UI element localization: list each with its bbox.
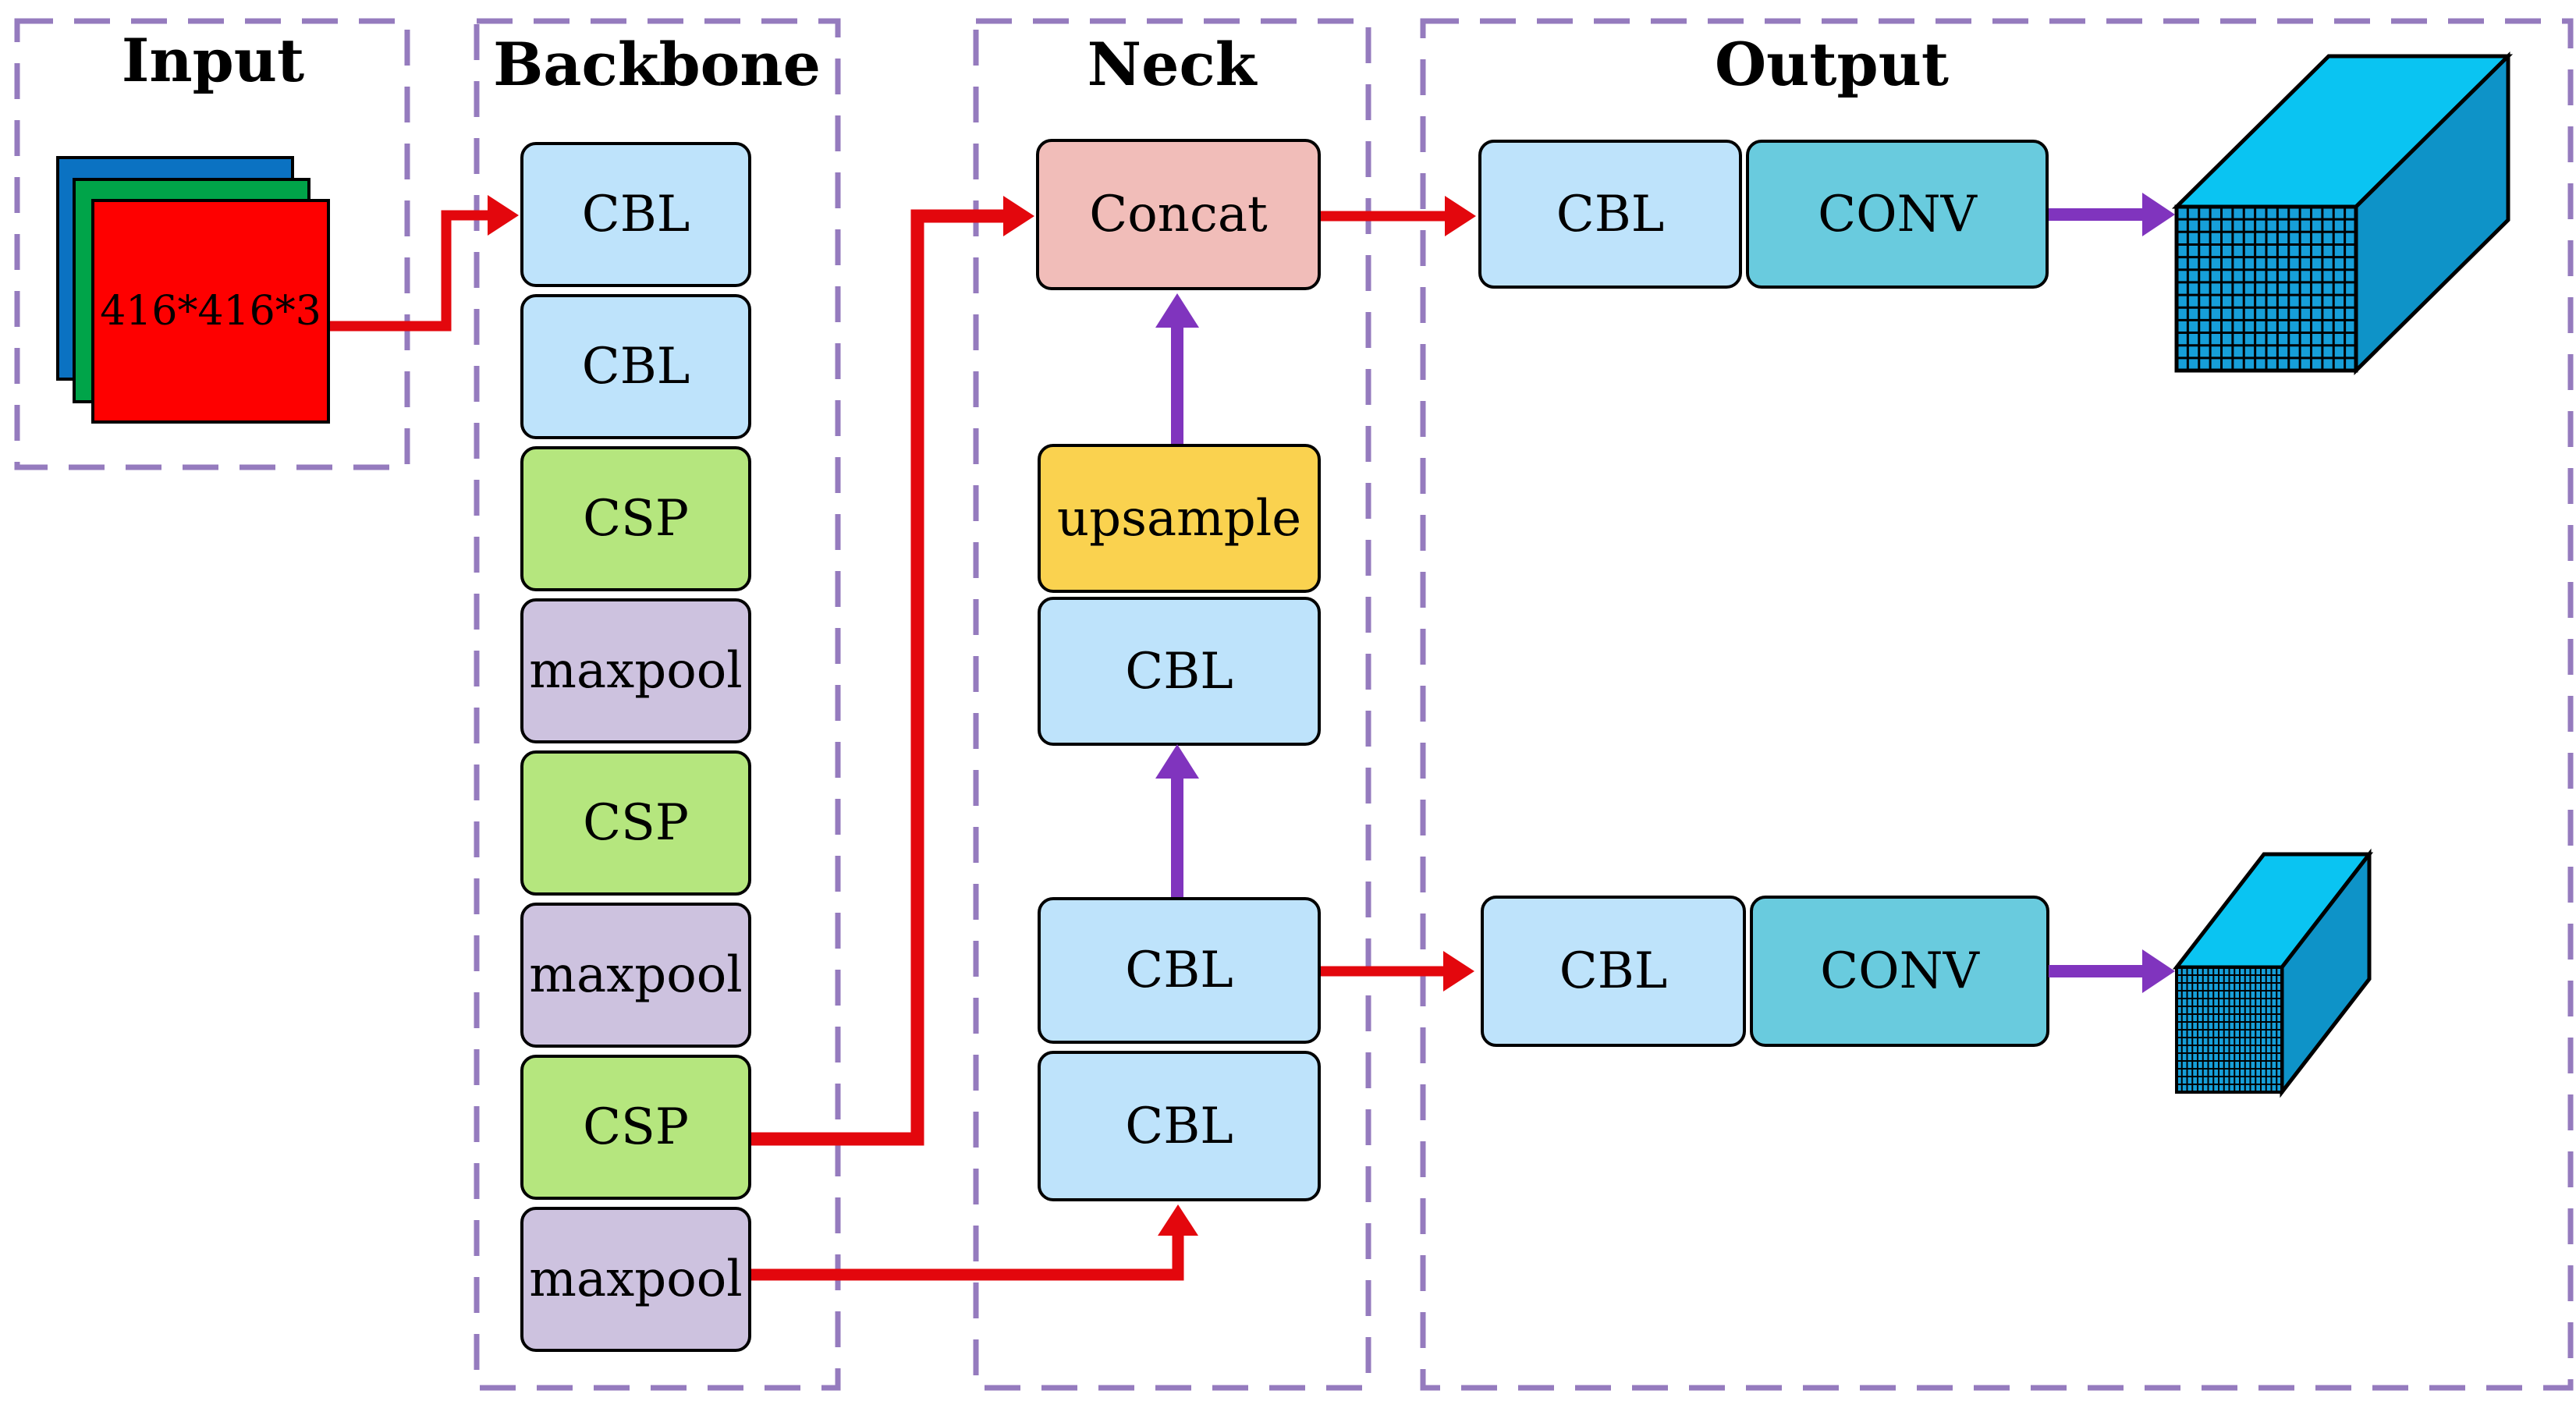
arrowhead-right-icon	[2142, 193, 2175, 236]
block-label: CBL	[1125, 642, 1233, 701]
output-row2-conv: CONV	[1750, 896, 2049, 1047]
block-label: CBL	[1125, 1097, 1233, 1155]
block-label: CSP	[583, 1098, 689, 1156]
cuboid-top-face	[2171, 54, 2514, 209]
block-label: CBL	[581, 186, 690, 243]
cuboid-side-face	[2280, 848, 2372, 1098]
block-label: CONV	[1818, 185, 1977, 243]
cuboid-side-face	[2354, 51, 2510, 375]
neck-block-cbl-1: CBL	[1038, 597, 1321, 746]
block-label: upsample	[1056, 489, 1302, 548]
output-section-title: Output	[1714, 30, 1950, 99]
arrowhead-right-icon	[2142, 949, 2175, 993]
input-image-size-label: 416*416*3	[100, 288, 321, 335]
arrowhead-right-icon	[1445, 196, 1476, 236]
purple-arrowheads	[1155, 193, 2175, 993]
backbone-block-cbl-1: CBL	[520, 142, 751, 287]
arrowhead-up-icon	[1158, 1204, 1198, 1236]
cuboid-top-face	[2172, 852, 2374, 970]
backbone-block-maxpool-2: maxpool	[520, 903, 751, 1048]
neck-block-cbl-3: CBL	[1038, 1051, 1321, 1201]
backbone-block-csp-2: CSP	[520, 750, 751, 896]
neck-block-upsample: upsample	[1038, 444, 1321, 593]
output-row1-cbl: CBL	[1478, 140, 1742, 289]
feature-map-cuboid-large	[2171, 51, 2514, 375]
backbone-block-maxpool-1: maxpool	[520, 598, 751, 743]
arrow-maxpool3-to-neck-cbl	[751, 1234, 1184, 1281]
cuboid-front-face	[2175, 966, 2283, 1094]
arrowhead-right-icon	[488, 195, 519, 236]
purple-connections	[1171, 208, 2153, 977]
block-label: maxpool	[529, 1250, 743, 1308]
cuboid-front-face	[2174, 204, 2358, 373]
block-label: Concat	[1089, 186, 1268, 243]
block-label: CSP	[583, 490, 689, 548]
neck-block-concat: Concat	[1036, 139, 1321, 290]
block-label: CBL	[581, 338, 690, 396]
input-section-title: Input	[121, 26, 305, 95]
arrowhead-up-icon	[1155, 744, 1199, 779]
neck-block-cbl-2: CBL	[1038, 897, 1321, 1044]
arrowhead-right-icon	[1443, 951, 1474, 992]
neck-section-title: Neck	[1087, 30, 1257, 99]
feature-map-cuboid-small	[2172, 848, 2374, 1098]
output-row1-conv: CONV	[1746, 140, 2049, 289]
block-label: maxpool	[529, 946, 743, 1004]
input-image-red-channel: 416*416*3	[91, 199, 330, 424]
arrow-csp3-to-concat	[751, 209, 1020, 1146]
backbone-block-cbl-2: CBL	[520, 294, 751, 439]
arrowhead-right-icon	[1003, 196, 1034, 236]
arrowhead-up-icon	[1155, 293, 1199, 328]
block-label: CONV	[1820, 942, 1979, 1000]
cuboid-grid	[2177, 967, 2282, 1092]
backbone-block-csp-3: CSP	[520, 1055, 751, 1200]
backbone-block-maxpool-3: maxpool	[520, 1207, 751, 1352]
block-label: CSP	[583, 794, 689, 852]
block-label: CBL	[1125, 942, 1233, 999]
backbone-section-title: Backbone	[493, 30, 821, 99]
backbone-block-csp-1: CSP	[520, 446, 751, 591]
output-row2-cbl: CBL	[1481, 896, 1746, 1047]
cuboid-grid	[2177, 207, 2356, 371]
block-label: CBL	[1556, 185, 1665, 243]
block-label: maxpool	[529, 642, 743, 700]
block-label: CBL	[1559, 942, 1668, 1000]
arrow-input-to-backbone	[330, 210, 503, 332]
